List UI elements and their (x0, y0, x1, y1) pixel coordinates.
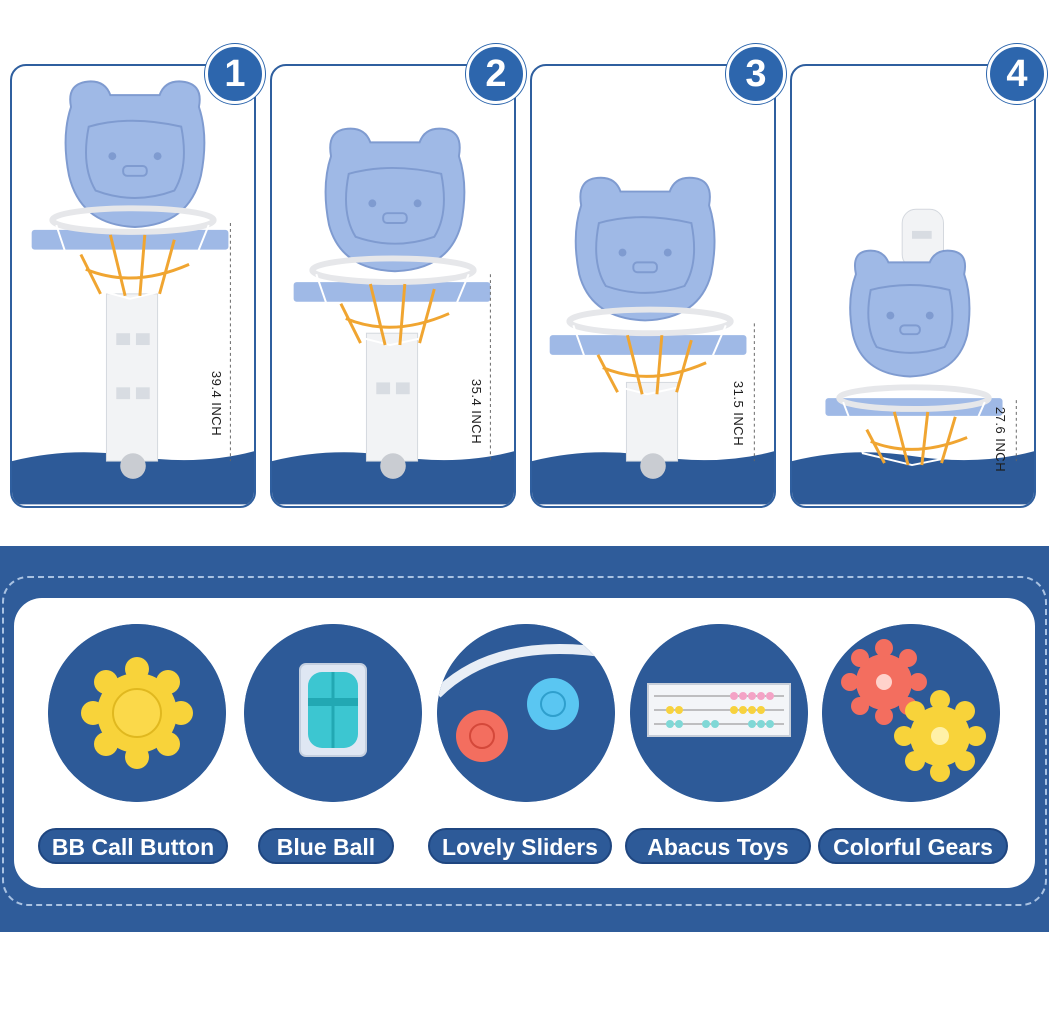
height-label-1: 39.4 INCH (209, 370, 225, 437)
step-badge-2: 2 (466, 44, 526, 104)
hoop-illustration-1 (12, 80, 254, 505)
yellow-gear-button-icon (48, 624, 226, 802)
slider-balls-icon (437, 624, 615, 802)
step-panel-2: 35.4 INCH (270, 64, 516, 508)
abacus-icon (630, 624, 808, 802)
lovely-sliders-image (437, 624, 615, 802)
step-panel-3: 31.5 INCH (530, 64, 776, 508)
gears-icon (822, 624, 1000, 802)
feature-label-bb-call-button: BB Call Button (38, 828, 228, 864)
feature-label-colorful-gears: Colorful Gears (818, 828, 1008, 864)
feature-label-abacus-toys: Abacus Toys (625, 828, 811, 864)
step-panel-1: 39.4 INCH (10, 64, 256, 508)
dashed-frame (2, 576, 1047, 906)
bb-call-button-image (48, 624, 226, 802)
hoop-illustration-2 (272, 127, 514, 505)
height-label-3: 31.5 INCH (731, 380, 747, 447)
hoop-illustration-3 (532, 176, 774, 505)
step-badge-1: 1 (205, 44, 265, 104)
colorful-gears-image (822, 624, 1000, 802)
abacus-toys-image (630, 624, 808, 802)
feature-label-lovely-sliders: Lovely Sliders (428, 828, 612, 864)
step-badge-4: 4 (987, 44, 1047, 104)
blue-ball-roller-icon (244, 624, 422, 802)
step-panel-4: 27.6 INCH (790, 64, 1036, 508)
height-label-4: 27.6 INCH (993, 406, 1009, 473)
step-badge-3: 3 (726, 44, 786, 104)
height-label-2: 35.4 INCH (469, 378, 485, 445)
hoop-illustration-4 (792, 208, 1034, 505)
blue-ball-image (244, 624, 422, 802)
feature-label-blue-ball: Blue Ball (258, 828, 394, 864)
